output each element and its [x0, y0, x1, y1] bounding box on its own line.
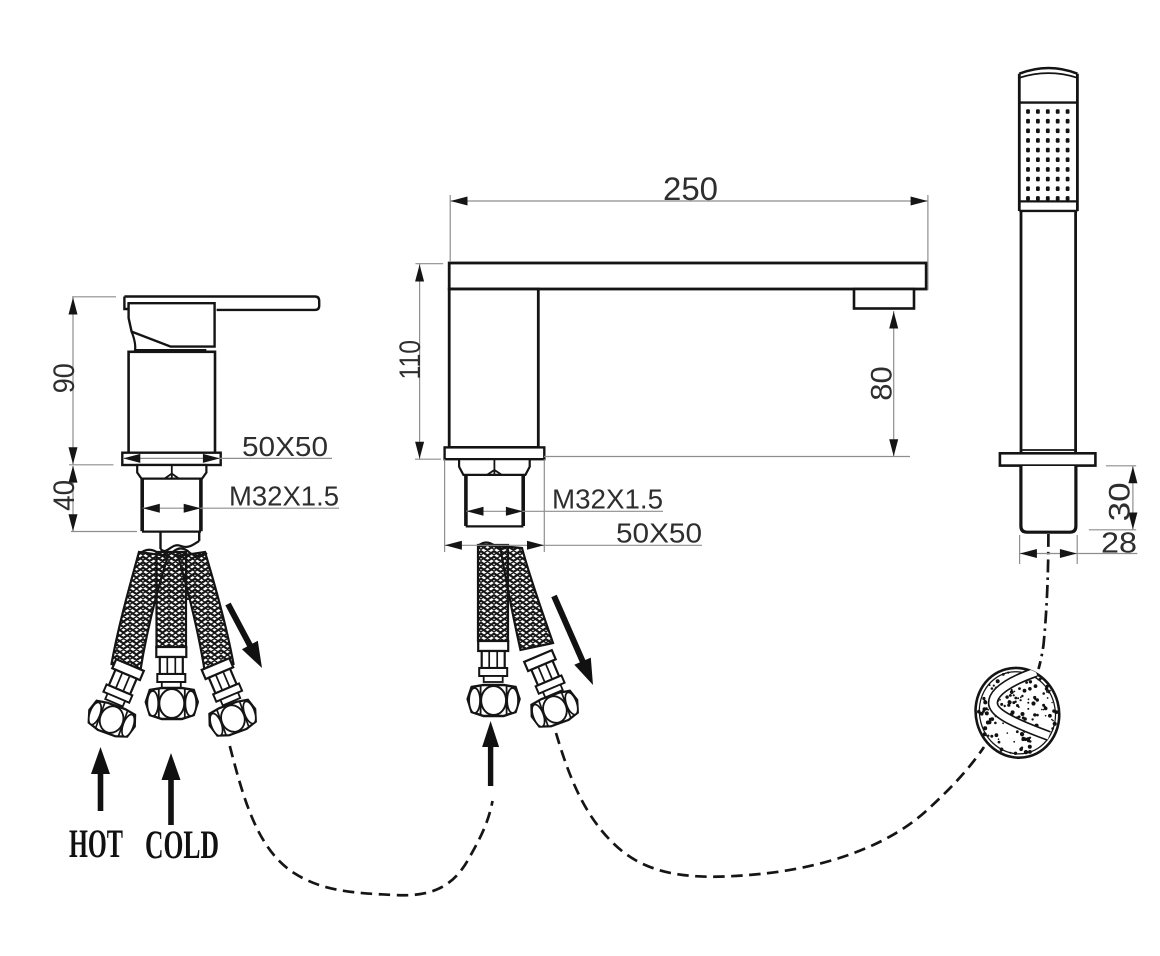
svg-text:50X50: 50X50 — [242, 431, 328, 462]
svg-text:HOT: HOT — [69, 821, 123, 866]
svg-text:30: 30 — [1104, 482, 1137, 521]
svg-text:M32X1.5: M32X1.5 — [229, 481, 339, 512]
svg-text:M32X1.5: M32X1.5 — [552, 484, 663, 515]
svg-text:90: 90 — [48, 363, 81, 393]
svg-text:80: 80 — [866, 366, 899, 401]
svg-text:50X50: 50X50 — [616, 518, 702, 549]
svg-text:28: 28 — [1101, 528, 1137, 560]
svg-text:COLD: COLD — [145, 822, 219, 867]
svg-text:250: 250 — [663, 171, 718, 207]
svg-text:110: 110 — [394, 340, 427, 380]
svg-text:40: 40 — [48, 480, 81, 511]
